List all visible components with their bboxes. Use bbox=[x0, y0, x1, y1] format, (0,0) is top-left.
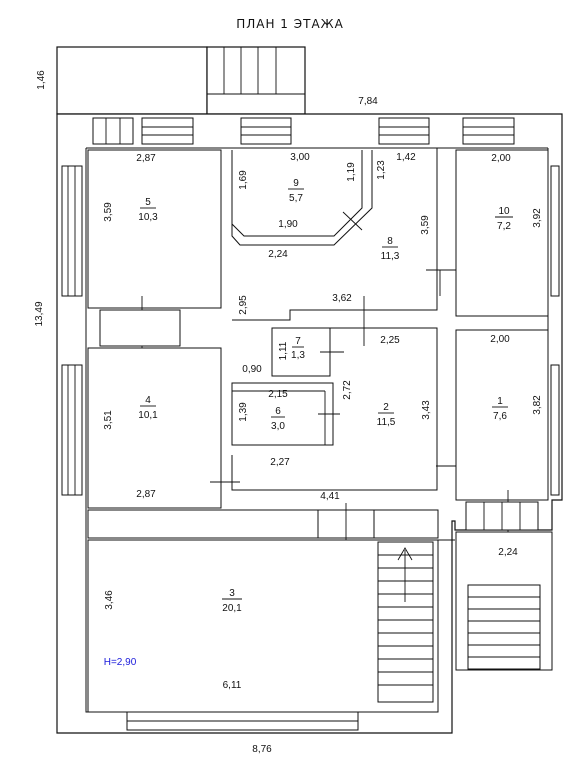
svg-text:4: 4 bbox=[145, 395, 151, 406]
dim-r1-width: 2,00 bbox=[490, 334, 510, 345]
room-2-label: 2 11,5 bbox=[377, 402, 396, 428]
dim-r3-width: 6,11 bbox=[223, 680, 242, 691]
svg-text:6: 6 bbox=[275, 406, 281, 417]
svg-text:8: 8 bbox=[387, 236, 393, 247]
room-6-label: 6 3,0 bbox=[271, 406, 285, 432]
svg-text:10: 10 bbox=[498, 206, 510, 217]
dim-hall-width: 3,62 bbox=[332, 293, 352, 304]
dim-r9-right: 1,19 bbox=[346, 162, 357, 182]
room-8-label: 8 11,3 bbox=[381, 236, 400, 262]
svg-text:7,2: 7,2 bbox=[497, 221, 511, 232]
svg-text:10,3: 10,3 bbox=[138, 212, 158, 223]
room-7-label: 7 1,3 bbox=[291, 336, 305, 361]
dim-r2-top: 2,25 bbox=[380, 335, 400, 346]
dim-r2-right: 3,43 bbox=[421, 400, 432, 420]
dim-porch-depth: 1,46 bbox=[36, 70, 47, 90]
svg-text:1: 1 bbox=[497, 396, 503, 407]
svg-text:3,0: 3,0 bbox=[271, 421, 285, 432]
svg-text:5,7: 5,7 bbox=[289, 193, 303, 204]
dim-r6-width: 2,15 bbox=[268, 389, 288, 400]
room-10-label: 10 7,2 bbox=[495, 206, 513, 232]
svg-text:9: 9 bbox=[293, 178, 299, 189]
svg-text:10,1: 10,1 bbox=[138, 410, 158, 421]
rooms bbox=[87, 148, 553, 713]
svg-text:5: 5 bbox=[145, 197, 151, 208]
room-3-label: 3 20,1 bbox=[222, 588, 242, 614]
dim-r8-bottom: 2,24 bbox=[268, 249, 288, 260]
dim-r9-diag: 1,23 bbox=[376, 160, 387, 180]
dim-top-width: 7,84 bbox=[358, 96, 378, 107]
dim-r1-height: 3,82 bbox=[532, 395, 543, 415]
svg-text:7,6: 7,6 bbox=[493, 411, 507, 422]
svg-text:11,5: 11,5 bbox=[377, 417, 396, 428]
windows bbox=[61, 117, 560, 731]
room-1-label: 1 7,6 bbox=[492, 396, 508, 422]
dim-corridor-width: 4,41 bbox=[320, 491, 340, 502]
dim-r6-gap: 0,90 bbox=[242, 364, 262, 375]
dim-r2-bottom: 2,27 bbox=[270, 457, 290, 468]
room-5-label: 5 10,3 bbox=[138, 197, 158, 223]
svg-text:20,1: 20,1 bbox=[222, 603, 242, 614]
plan-title: ПЛАН 1 ЭТАЖА bbox=[236, 17, 344, 31]
svg-text:11,3: 11,3 bbox=[381, 251, 400, 262]
room-9-label: 9 5,7 bbox=[288, 178, 304, 204]
dim-r2-left: 2,72 bbox=[342, 380, 353, 400]
dim-r6-height: 1,39 bbox=[238, 402, 249, 422]
room-labels: 5 10,3 9 5,7 10 7,2 8 11,3 7 1,3 6 3,0 bbox=[138, 178, 513, 614]
ceiling-height: H=2,90 bbox=[104, 657, 137, 668]
dim-r9-width: 3,00 bbox=[290, 152, 310, 163]
dim-r5-width: 2,87 bbox=[136, 153, 156, 164]
dim-left-height: 13,49 bbox=[34, 301, 45, 326]
dim-r3-height: 3,46 bbox=[104, 590, 115, 610]
svg-text:3: 3 bbox=[229, 588, 235, 599]
room-4-label: 4 10,1 bbox=[138, 395, 158, 421]
dim-r8-height: 3,59 bbox=[420, 215, 431, 235]
dim-r9-left: 1,69 bbox=[238, 170, 249, 190]
dim-r10-width: 2,00 bbox=[491, 153, 511, 164]
dim-r7-width: 1,11 bbox=[278, 341, 289, 360]
dim-r5-height: 3,59 bbox=[103, 202, 114, 222]
dim-r4-height: 3,51 bbox=[103, 410, 114, 430]
dimension-labels: 1,46 7,84 13,49 8,76 2,87 3,59 3,00 1,69… bbox=[34, 70, 543, 755]
svg-text:2: 2 bbox=[383, 402, 389, 413]
dim-bottom-width: 8,76 bbox=[252, 744, 272, 755]
dim-entry-width: 2,24 bbox=[498, 547, 518, 558]
svg-text:7: 7 bbox=[295, 336, 301, 347]
dim-r9-bottom: 1,90 bbox=[278, 219, 298, 230]
dim-r10-height: 3,92 bbox=[532, 208, 543, 228]
svg-text:1,3: 1,3 bbox=[291, 350, 305, 361]
dim-bay-width: 1,42 bbox=[396, 152, 416, 163]
dim-hall-height: 2,95 bbox=[238, 295, 249, 315]
dim-r4-width: 2,87 bbox=[136, 489, 156, 500]
